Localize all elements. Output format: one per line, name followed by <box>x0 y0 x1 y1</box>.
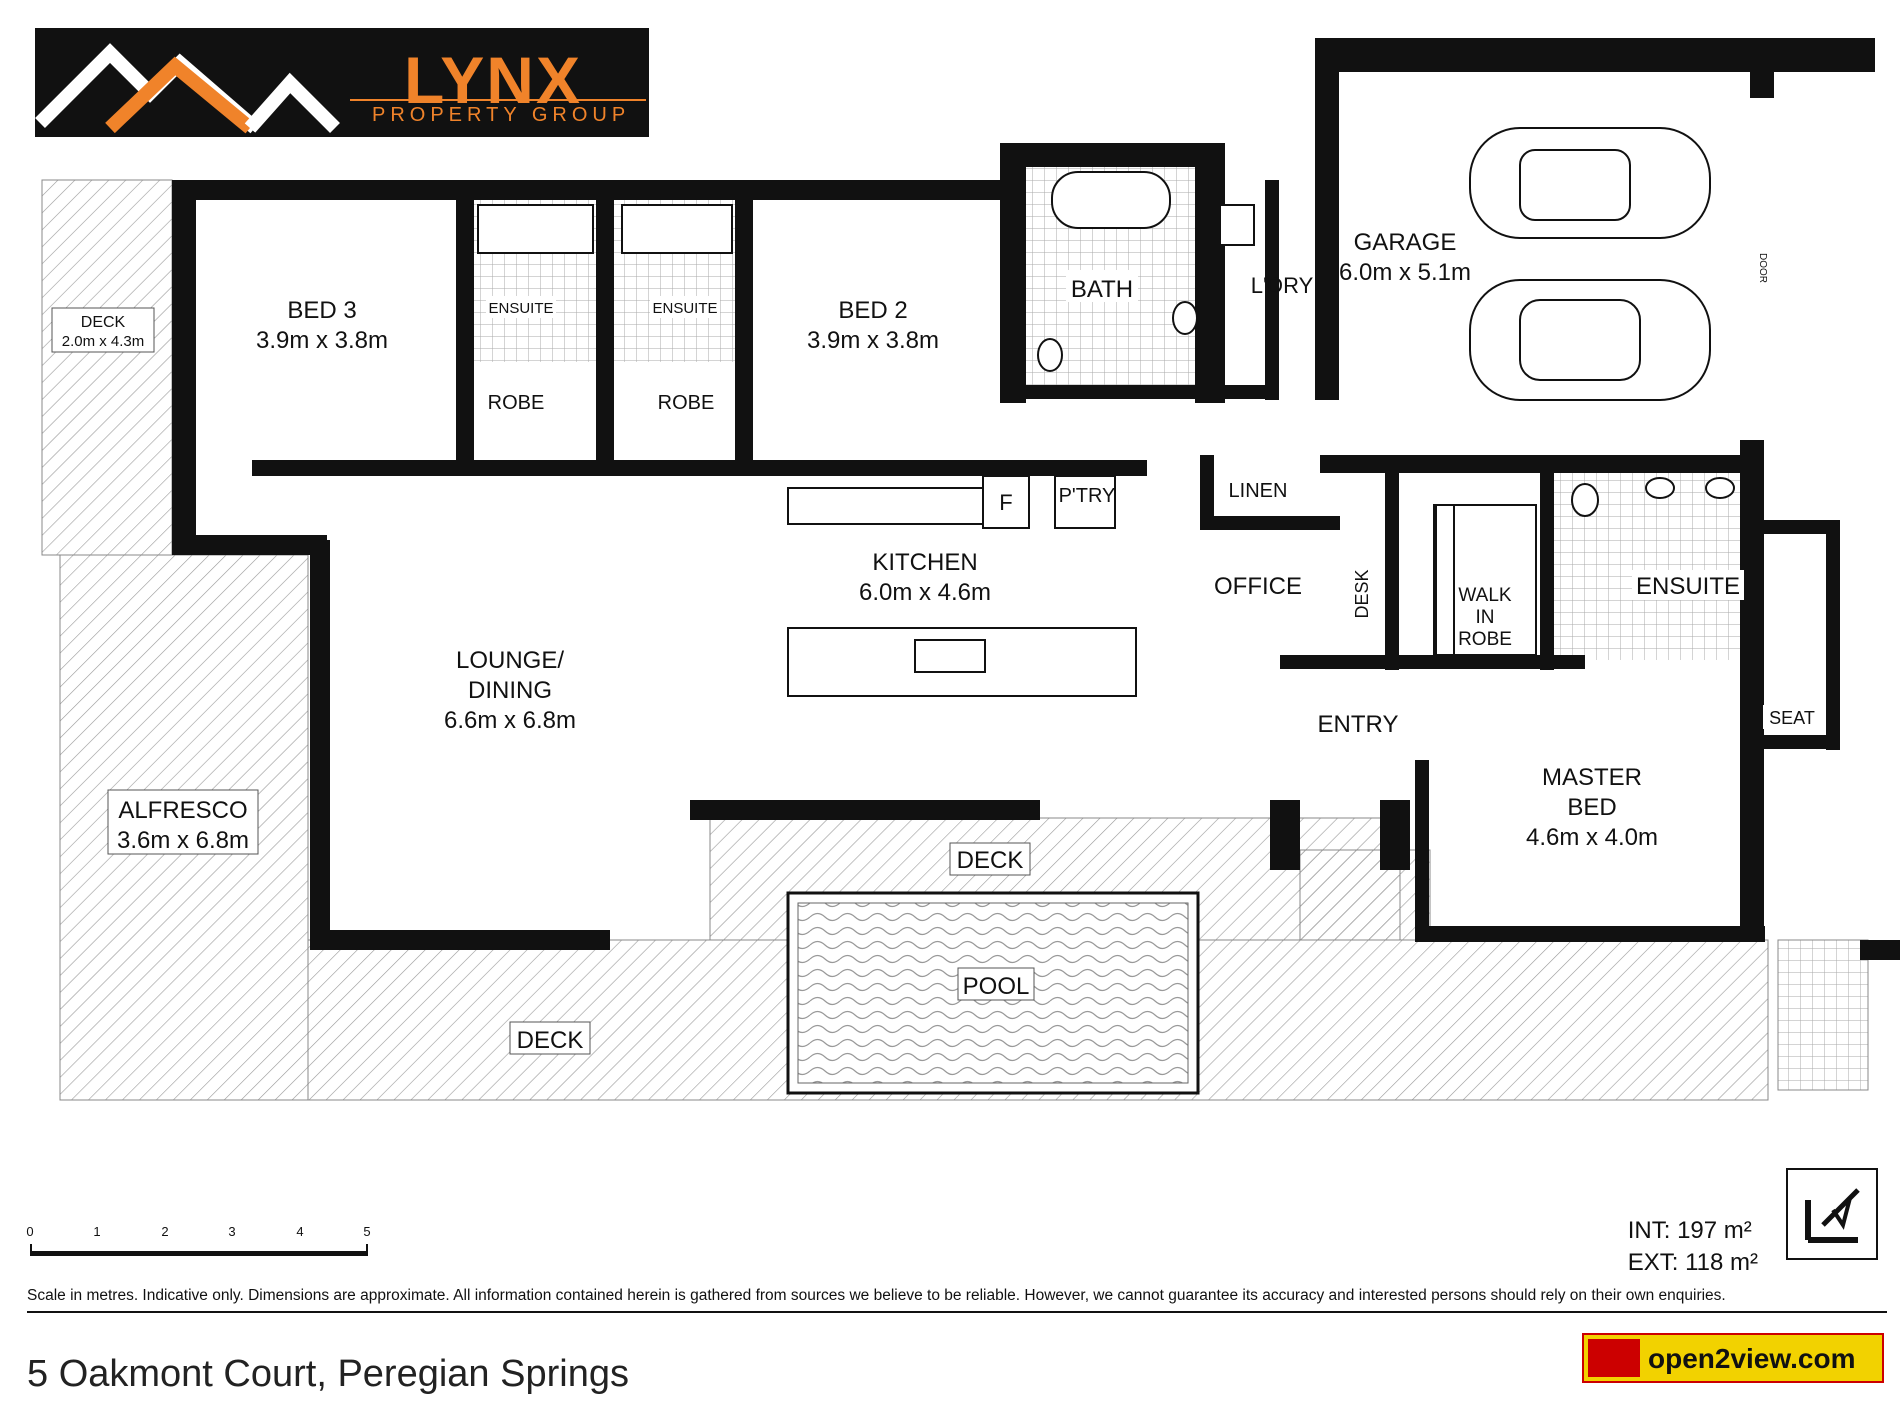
pool-label: POOL <box>963 973 1030 1000</box>
garage-name: GARAGE <box>1354 229 1457 256</box>
wir-line1: WALK <box>1458 585 1511 606</box>
garage-cars <box>1469 127 1711 401</box>
lounge-line1: LOUNGE/ <box>456 647 564 674</box>
deck-small-name: DECK <box>81 314 126 331</box>
scale-tick: 0 <box>26 1224 33 1239</box>
external-area: EXT: 118 m² <box>1627 1249 1758 1276</box>
area-summary: INT: 197 m² EXT: 118 m² <box>1628 1215 1758 1279</box>
partner-logo-text: open2view.com <box>1648 1343 1856 1374</box>
scale-tick: 2 <box>161 1224 168 1239</box>
bed2-name: BED 2 <box>838 297 907 324</box>
kitchen-benches <box>787 475 1537 697</box>
roof-icon <box>35 43 340 134</box>
scale-bar: 0 1 2 3 4 5 <box>26 1224 371 1256</box>
scale-tick: 4 <box>296 1224 303 1239</box>
ensuite-right-label: ENSUITE <box>652 300 717 317</box>
scale-tick: 3 <box>228 1224 235 1239</box>
walls <box>172 38 1900 960</box>
brand-logo <box>35 28 649 137</box>
kitchen-dims: 6.0m x 4.6m <box>859 579 991 606</box>
brand-tagline: PROPERTY GROUP <box>372 104 631 126</box>
wir-line3: ROBE <box>1458 629 1512 650</box>
alfresco-dims: 3.6m x 6.8m <box>117 827 249 854</box>
fridge-label: F <box>999 490 1012 515</box>
entry-label: ENTRY <box>1318 711 1399 738</box>
partner-logo: open2view.com <box>1582 1333 1884 1383</box>
brand-name: LYNX <box>404 43 582 117</box>
outdoor-decks <box>41 179 1869 1101</box>
desk-label: DESK <box>1352 569 1372 618</box>
robe-left-label: ROBE <box>488 392 545 414</box>
alfresco-name: ALFRESCO <box>118 797 247 824</box>
internal-area: INT: 197 m² <box>1627 1217 1752 1244</box>
deck-top-label: DECK <box>957 847 1024 874</box>
kitchen-name: KITCHEN <box>872 549 977 576</box>
seat-label: SEAT <box>1769 708 1815 728</box>
bed3-dims: 3.9m x 3.8m <box>256 327 388 354</box>
footer-divider <box>27 1311 1887 1313</box>
north-arrow-icon <box>1786 1168 1878 1260</box>
house-icon <box>1588 1339 1640 1377</box>
scale-tick: 5 <box>363 1224 370 1239</box>
office-label: OFFICE <box>1214 573 1302 600</box>
lounge-line2: DINING <box>468 677 552 704</box>
scale-tick: 1 <box>93 1224 100 1239</box>
pantry-label: P'TRY <box>1059 485 1116 507</box>
bath-label: BATH <box>1071 276 1133 303</box>
bed3-name: BED 3 <box>287 297 356 324</box>
bed2-dims: 3.9m x 3.8m <box>807 327 939 354</box>
deck-bottom-label: DECK <box>517 1027 584 1054</box>
master-line1: MASTER <box>1542 764 1642 791</box>
robe-right-label: ROBE <box>658 392 715 414</box>
deck-small-dims: 2.0m x 4.3m <box>62 333 145 350</box>
garage-door-label: DOOR <box>1757 253 1768 283</box>
wir-line2: IN <box>1476 607 1495 628</box>
property-address: 5 Oakmont Court, Peregian Springs <box>27 1353 629 1395</box>
master-line2: BED <box>1567 794 1616 821</box>
lounge-dims: 6.6m x 6.8m <box>444 707 576 734</box>
bath-fixtures <box>477 171 1735 517</box>
disclaimer: Scale in metres. Indicative only. Dimens… <box>27 1287 1726 1304</box>
linen-label: LINEN <box>1229 480 1288 502</box>
master-dims: 4.6m x 4.0m <box>1526 824 1658 851</box>
garage-dims: 6.0m x 5.1m <box>1339 259 1471 286</box>
ensuite-master-label: ENSUITE <box>1636 573 1740 600</box>
ensuite-left-label: ENSUITE <box>488 300 553 317</box>
brand-divider <box>350 99 646 101</box>
laundry-label: L'DRY <box>1251 273 1314 298</box>
